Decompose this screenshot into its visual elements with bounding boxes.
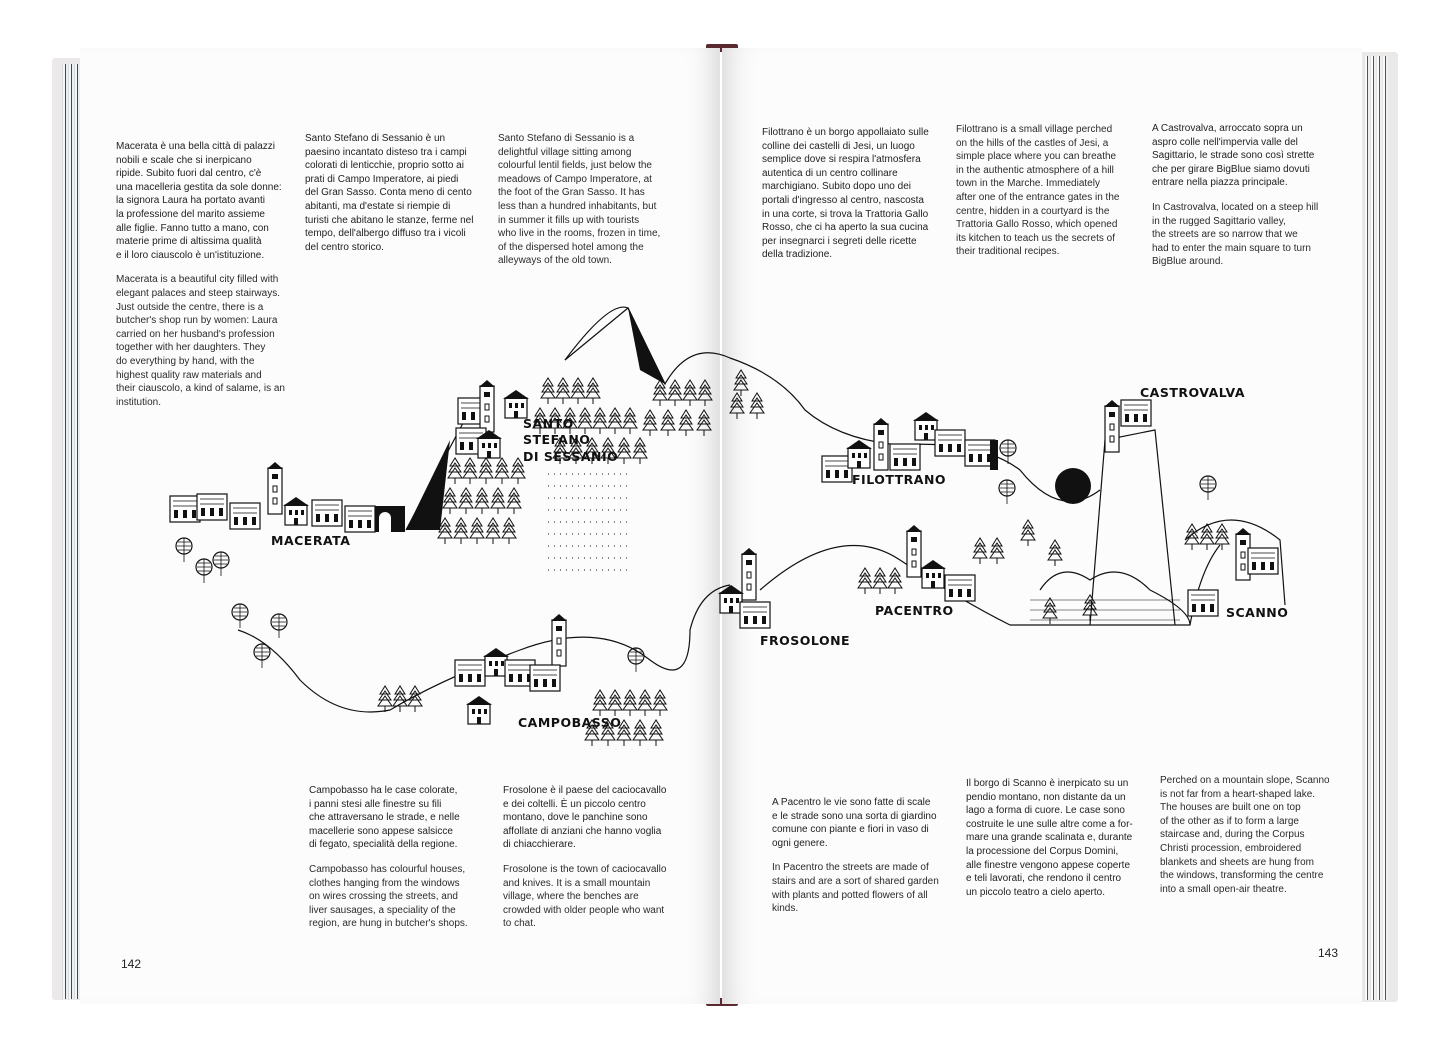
filottrano-it: Filottrano è un borgo appollaiato sulle … — [762, 127, 929, 261]
right-page — [722, 48, 1362, 1004]
page-number-left: 142 — [121, 957, 142, 971]
frosolone-it: Frosolone è il paese del caciocavallo e … — [503, 785, 667, 851]
label-pacentro: PACENTRO — [875, 603, 954, 618]
filottrano-illustration — [821, 411, 998, 483]
page-number-right: 143 — [1318, 946, 1339, 960]
pacentro-en: In Pacentro the streets are made of stai… — [772, 862, 939, 915]
scanno-en: Perched on a mountain slope, Scanno is n… — [1160, 775, 1330, 895]
label-campobasso: CAMPOBASSO — [518, 715, 621, 730]
campobasso-en: Campobasso has colourful houses, clothes… — [309, 863, 468, 930]
label-santo-stefano-3: DI SESSANIO — [523, 449, 618, 464]
castrovalva-text: A Castrovalva, arroccato sopra un aspro … — [1152, 122, 1342, 280]
scanno-it-text: Il borgo di Scanno è inerpicato su un pe… — [966, 777, 1156, 910]
label-macerata: MACERATA — [271, 533, 350, 548]
castrovalva-illustration — [1103, 399, 1152, 453]
macerata-it: Macerata è una bella città di palazzi no… — [116, 141, 282, 261]
frosolone-en: Frosolone is the town of caciocavallo an… — [503, 863, 667, 930]
macerata-en: Macerata is a beautiful city filled with… — [116, 274, 285, 408]
santo-stefano-en-text: Santo Stefano di Sessanio is a delightfu… — [498, 132, 698, 279]
santo-stefano-it-text: Santo Stefano di Sessanio è un paesino i… — [305, 132, 495, 265]
campobasso-text: Campobasso ha le case colorate, i panni … — [309, 784, 497, 942]
filottrano-en: Filottrano is a small village perched on… — [956, 124, 1120, 258]
scanno-it: Il borgo di Scanno è inerpicato su un pe… — [966, 778, 1133, 898]
label-filottrano: FILOTTRANO — [852, 472, 946, 487]
filottrano-it-text: Filottrano è un borgo appollaiato sulle … — [762, 126, 952, 273]
castrovalva-it: A Castrovalva, arroccato sopra un aspro … — [1152, 123, 1315, 189]
filottrano-en-text: Filottrano is a small village perched on… — [956, 123, 1146, 270]
scanno-en-text: Perched on a mountain slope, Scanno is n… — [1160, 774, 1350, 907]
pacentro-illustration — [905, 524, 976, 602]
campobasso-illustration — [454, 613, 568, 725]
lentil-field — [548, 473, 628, 571]
label-santo-stefano-2: STEFANO — [523, 432, 590, 447]
castrovalva-en: In Castrovalva, located on a steep hill … — [1152, 201, 1319, 268]
pacentro-it: A Pacentro le vie sono fatte di scale e … — [772, 797, 937, 849]
label-santo-stefano-1: SANTO — [523, 416, 574, 431]
label-frosolone: FROSOLONE — [760, 633, 850, 648]
santo-stefano-en: Santo Stefano di Sessanio is a delightfu… — [498, 133, 661, 267]
macerata-illustration — [169, 461, 405, 584]
santo-stefano-illustration — [455, 379, 530, 459]
frosolone-text: Frosolone è il paese del caciocavallo e … — [503, 784, 698, 942]
page-edges-right — [1364, 56, 1388, 1000]
pacentro-text: A Pacentro le vie sono fatte di scale e … — [772, 796, 962, 927]
page-edges-left — [62, 64, 82, 999]
macerata-text: Macerata è una bella città di palazzi no… — [116, 140, 296, 420]
santo-stefano-it: Santo Stefano di Sessanio è un paesino i… — [305, 133, 474, 253]
label-castrovalva: CASTROVALVA — [1140, 385, 1245, 400]
campobasso-it: Campobasso ha le case colorate, i panni … — [309, 785, 460, 851]
forests — [231, 369, 1230, 747]
label-scanno: SCANNO — [1226, 605, 1288, 620]
